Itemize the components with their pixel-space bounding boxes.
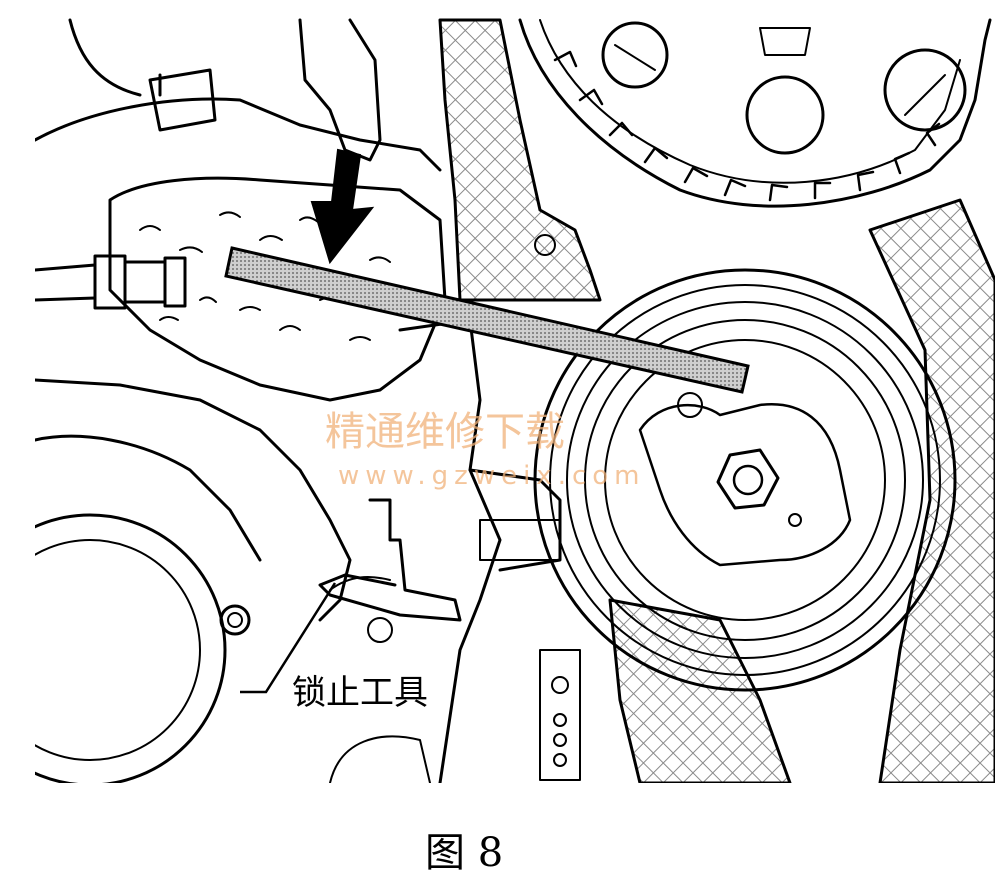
timing-belt-lower bbox=[608, 598, 792, 783]
lower-chassis-2 bbox=[35, 434, 262, 562]
direction-arrow bbox=[310, 148, 375, 265]
figure-caption: 图 8 bbox=[425, 830, 503, 876]
watermark-text: 精通维修下载 bbox=[325, 409, 565, 455]
watermark-url: www.gzweix.com bbox=[338, 461, 646, 491]
camshaft-sprocket bbox=[518, 18, 992, 208]
hose-fitting-2 bbox=[123, 260, 167, 304]
locking-tool-edge bbox=[329, 576, 391, 591]
pivot-bar bbox=[224, 246, 750, 394]
hose bbox=[35, 263, 97, 302]
lower-cover bbox=[329, 735, 431, 783]
lower-bolt bbox=[219, 604, 251, 636]
tensioner-pulley bbox=[533, 268, 957, 692]
timing-belt-vertical bbox=[438, 18, 602, 302]
lower-pulley-rim bbox=[35, 539, 201, 761]
engine-mid-panel-2 bbox=[468, 468, 562, 572]
engine-housing-outline-2 bbox=[68, 18, 142, 97]
engine-housing-outline bbox=[35, 97, 442, 172]
lower-chassis bbox=[35, 378, 352, 622]
small-bolt bbox=[534, 234, 556, 256]
callout-label: 锁止工具 bbox=[292, 673, 428, 713]
timing-belt-right bbox=[868, 198, 995, 783]
hose-fitting-3 bbox=[163, 256, 187, 308]
callout-leader bbox=[240, 582, 337, 694]
slotted-bracket bbox=[539, 649, 581, 781]
tensioner-housing bbox=[108, 176, 447, 402]
lower-pulley bbox=[35, 513, 227, 783]
bracket-outline-2 bbox=[148, 68, 217, 132]
engine-mid-panel bbox=[398, 318, 502, 783]
bracket-outline bbox=[298, 18, 382, 162]
locking-tool bbox=[318, 498, 462, 622]
small-bolt-2 bbox=[367, 617, 393, 643]
